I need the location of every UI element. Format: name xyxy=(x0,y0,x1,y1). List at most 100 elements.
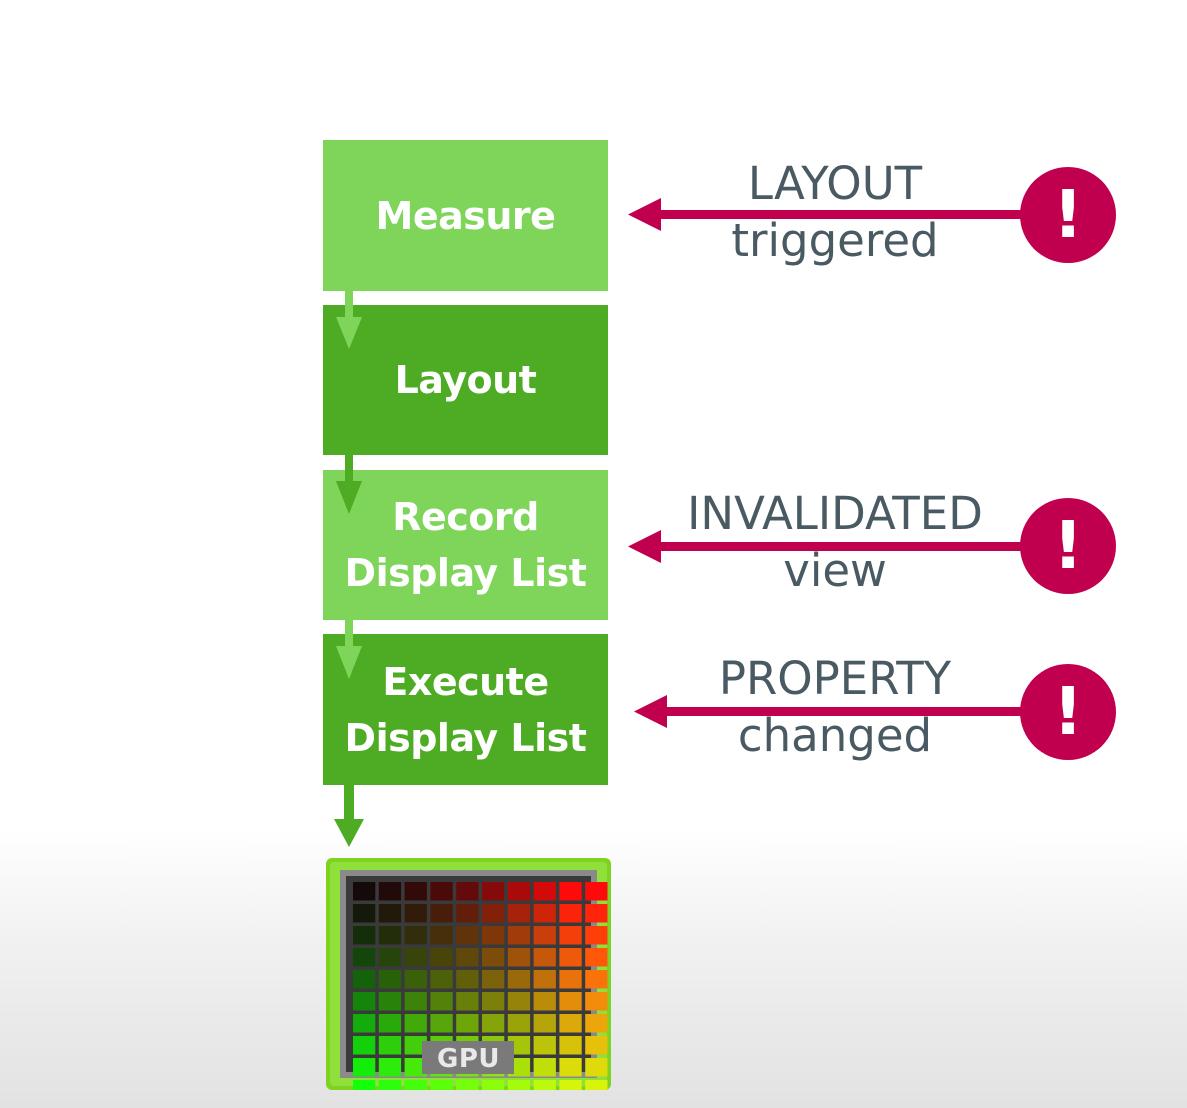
gpu-cell xyxy=(559,992,581,1011)
gpu-cell xyxy=(353,992,375,1011)
trigger-label-layout-line2: triggered xyxy=(680,212,990,269)
gpu-cell xyxy=(379,1014,401,1033)
gpu-cell xyxy=(534,882,556,901)
gpu-cell xyxy=(585,1080,607,1090)
alert-icon: ! xyxy=(1020,664,1116,760)
gpu-cell xyxy=(379,992,401,1011)
gpu-cell xyxy=(508,948,530,967)
gpu-cell xyxy=(456,1080,478,1090)
trigger-label-layout-line1: LAYOUT xyxy=(680,155,990,212)
gpu-cell xyxy=(456,970,478,989)
gpu-cell xyxy=(456,926,478,945)
gpu-cell xyxy=(430,882,452,901)
alert-icon: ! xyxy=(1020,498,1116,594)
gpu-cell xyxy=(534,948,556,967)
gpu-cell xyxy=(430,926,452,945)
gpu-cell xyxy=(482,1080,504,1090)
gpu-cell xyxy=(559,970,581,989)
flow-arrow-layout-to-record xyxy=(336,455,362,514)
trigger-label-layout: LAYOUT triggered xyxy=(680,155,990,269)
gpu-cell xyxy=(508,926,530,945)
gpu-cell xyxy=(482,926,504,945)
gpu-cell xyxy=(559,1036,581,1055)
flow-arrow-execute-to-gpu xyxy=(334,785,364,847)
gpu-cell xyxy=(585,904,607,923)
gpu-cell xyxy=(353,1036,375,1055)
gpu-cell xyxy=(430,970,452,989)
gpu-cell xyxy=(585,992,607,1011)
gpu-cell xyxy=(379,1036,401,1055)
gpu-cell xyxy=(405,1080,427,1090)
gpu-cell xyxy=(405,904,427,923)
trigger-label-property: PROPERTY changed xyxy=(680,650,990,764)
gpu-cell xyxy=(379,926,401,945)
gpu-cell xyxy=(430,1014,452,1033)
gpu-cell xyxy=(559,926,581,945)
gpu-cell xyxy=(405,926,427,945)
gpu-cell xyxy=(559,1080,581,1090)
gpu-cell xyxy=(585,926,607,945)
gpu-cell xyxy=(534,926,556,945)
gpu-cell xyxy=(559,1014,581,1033)
gpu-cell xyxy=(508,882,530,901)
gpu-cell xyxy=(534,970,556,989)
gpu-cell xyxy=(482,904,504,923)
gpu-cell xyxy=(379,948,401,967)
gpu-cell xyxy=(559,882,581,901)
gpu-cell xyxy=(534,1080,556,1090)
gpu-cell xyxy=(585,1036,607,1055)
gpu-chip-icon xyxy=(326,858,611,1090)
trigger-label-invalidated: INVALIDATED view xyxy=(680,485,990,599)
gpu-cell xyxy=(456,882,478,901)
gpu-cell xyxy=(430,904,452,923)
gpu-cell xyxy=(534,904,556,923)
gpu-cell xyxy=(534,1014,556,1033)
trigger-label-property-line2: changed xyxy=(680,707,990,764)
gpu-cell xyxy=(353,1014,375,1033)
gpu-cell xyxy=(559,1058,581,1077)
gpu-cell xyxy=(405,882,427,901)
gpu-cell xyxy=(482,882,504,901)
gpu-cell xyxy=(508,1014,530,1033)
gpu-cell xyxy=(379,904,401,923)
trigger-label-property-line1: PROPERTY xyxy=(680,650,990,707)
gpu-cell xyxy=(534,1036,556,1055)
alert-icon: ! xyxy=(1020,167,1116,263)
flow-arrow-record-to-execute xyxy=(336,620,362,679)
gpu-cell xyxy=(353,948,375,967)
gpu-cell xyxy=(353,970,375,989)
gpu-cell xyxy=(405,970,427,989)
gpu-cell xyxy=(353,882,375,901)
gpu-cell xyxy=(353,904,375,923)
gpu-cell xyxy=(559,904,581,923)
gpu-cell xyxy=(379,1058,401,1077)
gpu-cell xyxy=(482,948,504,967)
gpu-cell xyxy=(585,882,607,901)
gpu-cell xyxy=(456,904,478,923)
gpu-cell xyxy=(534,1058,556,1077)
gpu-cell xyxy=(456,948,478,967)
gpu-cell xyxy=(456,992,478,1011)
gpu-cell xyxy=(430,992,452,1011)
gpu-cell xyxy=(508,970,530,989)
gpu-cell xyxy=(456,1014,478,1033)
gpu-cell xyxy=(585,1058,607,1077)
gpu-cell xyxy=(405,948,427,967)
gpu-cell xyxy=(559,948,581,967)
gpu-cell xyxy=(379,970,401,989)
gpu-cell xyxy=(353,1058,375,1077)
gpu-cell xyxy=(405,1014,427,1033)
trigger-label-invalidated-line2: view xyxy=(680,542,990,599)
flow-arrow-measure-to-layout xyxy=(336,291,362,349)
gpu-cell xyxy=(379,882,401,901)
gpu-cell xyxy=(353,926,375,945)
gpu-cell xyxy=(534,992,556,1011)
gpu-cell xyxy=(508,904,530,923)
gpu-cell xyxy=(585,948,607,967)
gpu-cell xyxy=(482,970,504,989)
gpu-cell xyxy=(508,992,530,1011)
gpu-cell xyxy=(482,1014,504,1033)
gpu-cell xyxy=(405,992,427,1011)
gpu-cell xyxy=(430,948,452,967)
gpu-cell xyxy=(585,1014,607,1033)
